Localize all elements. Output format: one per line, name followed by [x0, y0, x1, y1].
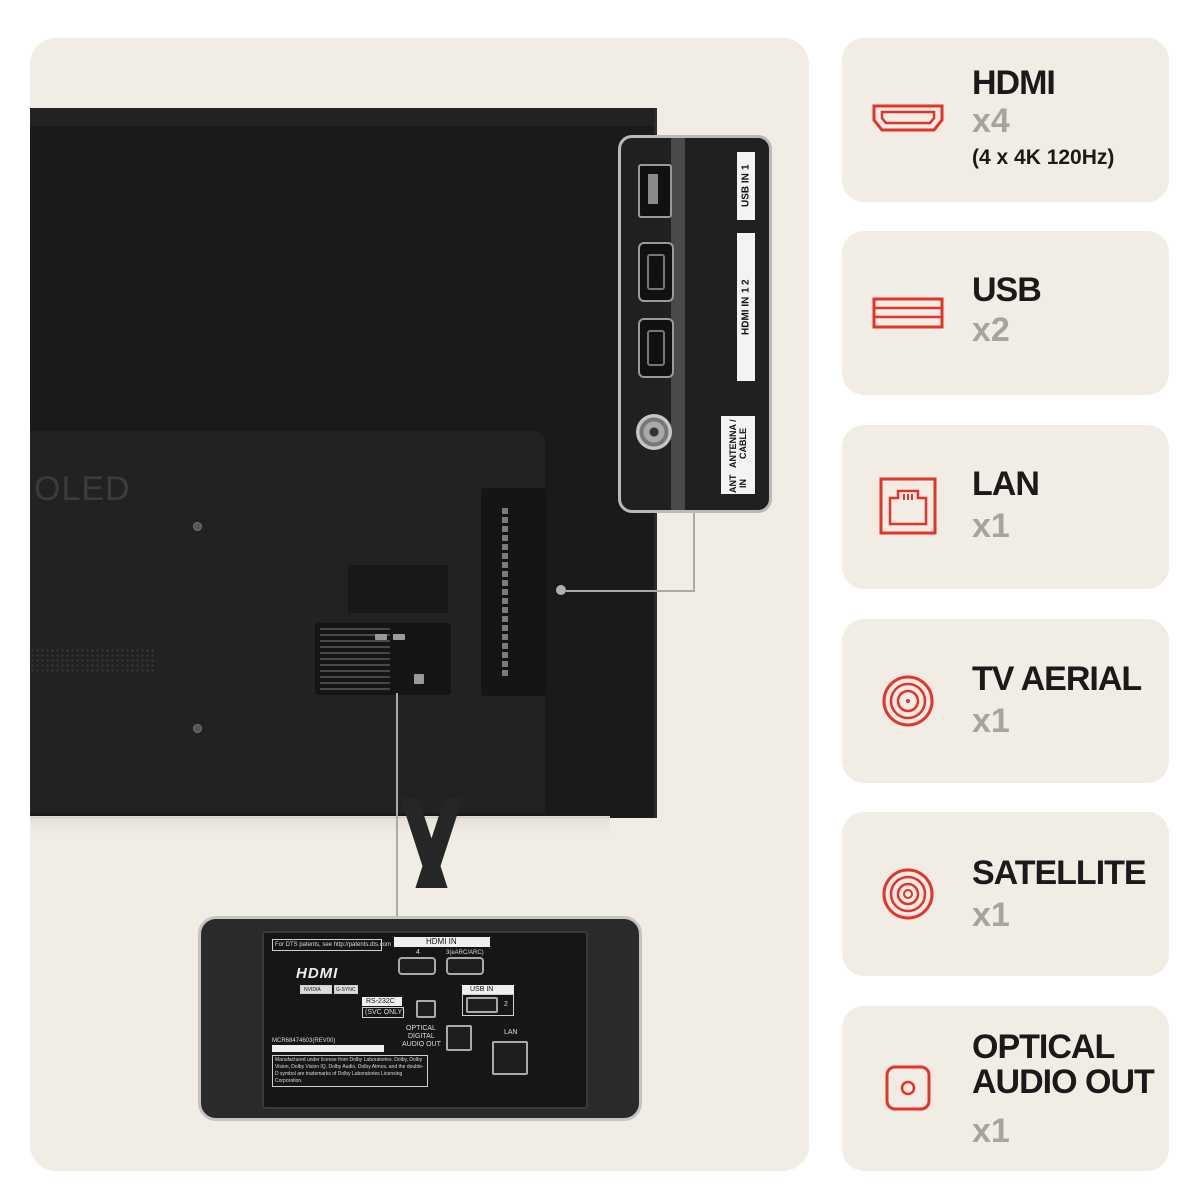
spec-count: x2 [972, 311, 1010, 349]
patents-text: For DTS patents, see http://patents.dts.… [275, 942, 392, 948]
mini-lan-port [414, 674, 424, 684]
spec-count: x1 [972, 1112, 1010, 1150]
lan-port [492, 1041, 528, 1075]
rear-ports-plate: For DTS patents, see http://patents.dts.… [262, 931, 588, 1109]
patents-box [272, 939, 382, 951]
mount-screw [193, 522, 202, 531]
spec-title: HDMI [972, 64, 1056, 102]
usb-num-label: 2 [504, 1001, 508, 1008]
spec-note: (4 x 4K 120Hz) [972, 146, 1115, 169]
hdmi-port [638, 242, 674, 302]
optical-label: DIGITAL [408, 1033, 435, 1040]
optical-audio-icon [872, 1052, 944, 1124]
lan-icon [872, 470, 944, 542]
spec-title: USB [972, 271, 1042, 309]
lan-label: LAN [504, 1029, 518, 1036]
optical-label: AUDIO OUT [402, 1041, 441, 1048]
rs232c-header [362, 997, 402, 1006]
product-image-panel: OLED USB IN 1 HDMI IN 1 2 ANT IN ANTENNA… [30, 38, 809, 1171]
oled-brand-text: OLED [34, 470, 131, 508]
usb-port-box [462, 994, 514, 1016]
hdmi-port [638, 318, 674, 378]
model-code: MCR68474603(REV00) [272, 1038, 336, 1044]
hdmi-port [398, 957, 436, 975]
side-jack-area [481, 488, 547, 696]
nvidia-text: NVIDIA [304, 987, 321, 993]
gsync-text: G-SYNC [336, 987, 356, 993]
tv-aerial-icon [872, 665, 944, 737]
antenna-port [636, 414, 672, 450]
hdmi-in-label: HDMI IN [426, 937, 457, 946]
satellite-icon [872, 858, 944, 930]
svc-only-label: (SVC ONLY) [365, 1009, 405, 1016]
hdmi-icon [872, 82, 944, 154]
nvidia-badge [300, 985, 332, 994]
optical-audio-port [446, 1025, 472, 1051]
speaker-grille [30, 648, 154, 674]
hdmi-in-header [394, 937, 490, 947]
hdmi-port [446, 957, 484, 975]
mount-screw [193, 724, 202, 733]
usb-in-label: USB IN 1 [737, 152, 755, 220]
spec-count: x1 [972, 896, 1010, 934]
usb-in-label: USB IN [470, 986, 494, 993]
tv-rear-cover [30, 431, 545, 813]
hdmi-logo: HDMI [296, 965, 339, 982]
spec-title: SATELLITE [972, 854, 1147, 892]
gsync-badge [334, 985, 358, 994]
spec-title: TV AERIAL [972, 660, 1142, 698]
callout-line [566, 590, 694, 592]
hdmi-port-3-label: 3(eARC/ARC) [446, 950, 484, 956]
spec-title-line-2: AUDIO OUT [972, 1063, 1155, 1101]
rs232c-label: RS-232C [366, 998, 395, 1005]
spec-card-optical: OPTICAL AUDIO OUT x1 [842, 1006, 1169, 1171]
spec-card-satellite: SATELLITE x1 [842, 812, 1169, 976]
rear-ports-zoom: For DTS patents, see http://patents.dts.… [198, 916, 642, 1121]
usb-icon [872, 277, 944, 349]
callout-line [396, 693, 398, 919]
spec-card-lan: LAN x1 [842, 425, 1169, 589]
mini-hdmi-port [375, 634, 387, 640]
spec-title: LAN [972, 465, 1040, 503]
usb-port [638, 164, 672, 218]
antenna-label: ANT IN ANTENNA / CABLE [721, 416, 755, 494]
spec-card-hdmi: HDMI x4 (4 x 4K 120Hz) [842, 38, 1169, 202]
spec-count: x1 [972, 507, 1010, 545]
callout-line [693, 511, 695, 592]
side-ports-zoom: USB IN 1 HDMI IN 1 2 ANT IN ANTENNA / CA… [618, 135, 772, 513]
spec-card-tv-aerial: TV AERIAL x1 [842, 619, 1169, 783]
hdmi-in-label: HDMI IN 1 2 [737, 233, 755, 381]
rs232c-port [416, 1000, 436, 1018]
usb-port [466, 997, 498, 1013]
svc-only-box [362, 1007, 404, 1018]
side-rail [671, 138, 685, 510]
dolby-text: Manufactured under license from Dolby La… [275, 1057, 424, 1084]
callout-dot [556, 585, 566, 595]
spec-title: OPTICAL [972, 1028, 1115, 1066]
barcode-strip [272, 1045, 384, 1052]
spec-card-usb: USB x2 [842, 231, 1169, 395]
spec-count: x1 [972, 702, 1010, 740]
usb-in-header [462, 985, 514, 994]
dolby-box [272, 1055, 428, 1087]
mini-hdmi-port [393, 634, 405, 640]
hdmi-port-4-label: 4 [416, 949, 420, 956]
spec-count: x4 [972, 102, 1010, 140]
rear-label-area [348, 565, 448, 613]
side-jack-label [502, 508, 508, 678]
optical-label: OPTICAL [406, 1025, 436, 1032]
floor-shadow [30, 816, 610, 834]
